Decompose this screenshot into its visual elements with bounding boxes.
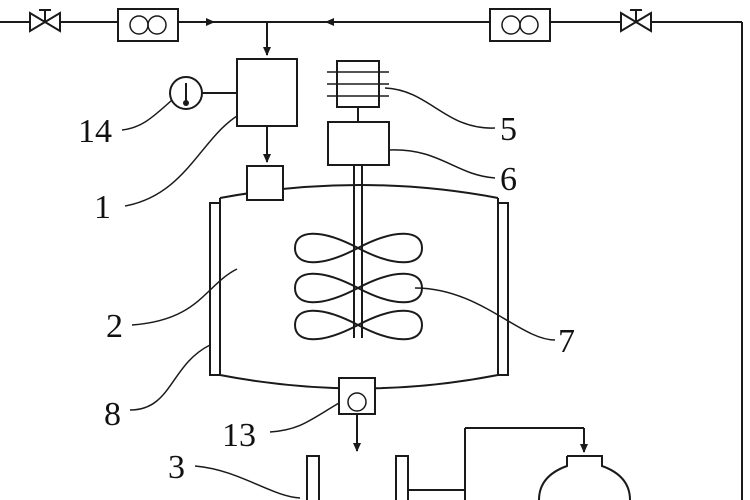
thermometer-14 xyxy=(169,76,237,110)
feed-box-1 xyxy=(236,58,298,127)
label-5: 5 xyxy=(500,111,517,148)
label-8: 8 xyxy=(104,396,121,433)
label-2: 2 xyxy=(106,308,123,345)
leader-lines xyxy=(121,87,556,499)
discharge-valve-13 xyxy=(338,377,376,452)
label-6: 6 xyxy=(500,161,517,198)
motor-5 xyxy=(327,60,389,108)
storage-bottle xyxy=(538,455,631,500)
valve-left xyxy=(29,9,61,33)
valve-right xyxy=(620,9,652,33)
jacket-right xyxy=(497,202,509,376)
label-1: 1 xyxy=(94,189,111,226)
flow-meter-left xyxy=(117,8,179,42)
collection-tank-3 xyxy=(306,455,465,500)
return-line xyxy=(464,427,588,500)
jacket-left-8 xyxy=(209,202,221,376)
label-7: 7 xyxy=(558,323,575,360)
flow-meter-right xyxy=(489,8,551,42)
label-13: 13 xyxy=(222,417,256,454)
label-3: 3 xyxy=(168,449,185,486)
label-14: 14 xyxy=(78,113,112,150)
agitator-7 xyxy=(293,165,424,341)
gearbox-6 xyxy=(327,121,390,166)
